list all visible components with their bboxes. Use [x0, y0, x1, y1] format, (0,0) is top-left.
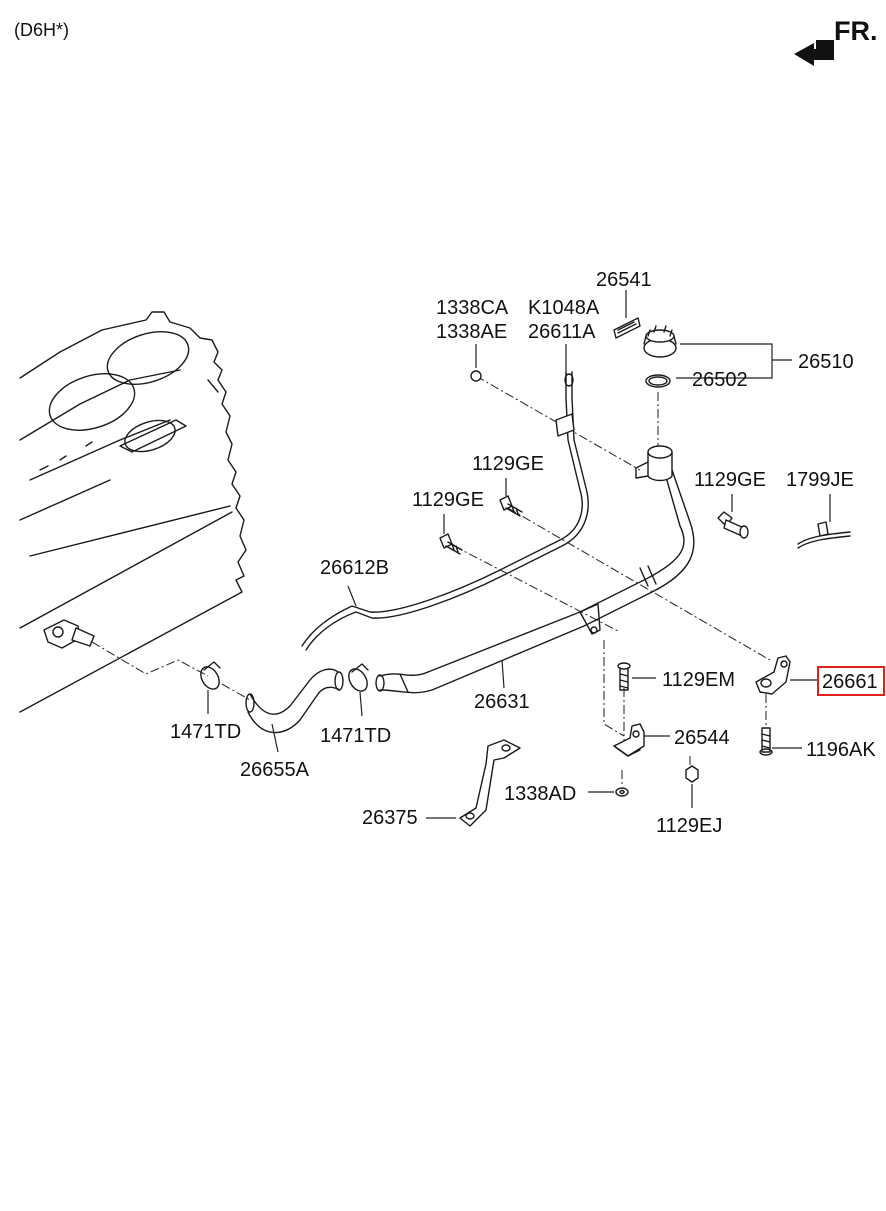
hose-26655A: [245, 668, 344, 734]
bolt-1129GE-lower: [439, 533, 463, 555]
label-1338AD[interactable]: 1338AD: [504, 783, 576, 805]
label-1471TD-left[interactable]: 1471TD: [170, 721, 241, 743]
cable-tie-1799JE: [797, 521, 851, 549]
label-1129EM[interactable]: 1129EM: [662, 669, 735, 691]
label-26661[interactable]: 26661: [822, 671, 878, 693]
highlight-box-26661: [817, 666, 885, 696]
label-26541[interactable]: 26541: [596, 269, 652, 291]
clamp-1471TD-right: [348, 663, 369, 692]
label-26544[interactable]: 26544: [674, 727, 730, 749]
label-26612B[interactable]: 26612B: [320, 557, 389, 579]
label-26510[interactable]: 26510: [798, 351, 854, 373]
label-1338AE[interactable]: 1338AE: [436, 321, 507, 343]
bolt-1129EM: [617, 662, 631, 691]
bolt-1129GE-upper: [499, 495, 523, 517]
engine-block: [19, 311, 247, 713]
label-1129GE-lower[interactable]: 1129GE: [412, 489, 484, 511]
label-plate-26541: [613, 317, 641, 339]
clamp-1471TD-left: [200, 661, 221, 690]
label-26502[interactable]: 26502: [692, 369, 748, 391]
label-26611A[interactable]: 26611A: [528, 321, 596, 343]
label-26375[interactable]: 26375: [362, 807, 418, 829]
label-26631[interactable]: 26631: [474, 691, 530, 713]
bracket-26661: [755, 655, 791, 695]
label-1196AK[interactable]: 1196AK: [806, 739, 876, 761]
centerlines: [91, 375, 771, 784]
washer-1338AD: [615, 787, 629, 797]
label-1129GE-right[interactable]: 1129GE: [694, 469, 766, 491]
bracket-26544: [613, 723, 645, 757]
label-1129EJ[interactable]: 1129EJ: [656, 815, 722, 837]
label-1471TD-right[interactable]: 1471TD: [320, 725, 391, 747]
label-1338CA[interactable]: 1338CA: [436, 297, 509, 319]
front-direction-arrow-icon: [794, 40, 834, 66]
label-K1048A[interactable]: K1048A: [528, 297, 600, 319]
filler-cap-26510: [643, 325, 677, 358]
label-26655A[interactable]: 26655A: [240, 759, 310, 781]
nut-1338CA: [470, 370, 482, 382]
label-1799JE[interactable]: 1799JE: [786, 469, 854, 491]
engine-variant-label: (D6H*): [14, 20, 69, 40]
bolt-1196AK: [759, 727, 773, 756]
leader-lines: [207, 290, 831, 819]
engine-outlet-fitting: [43, 619, 95, 649]
o-ring-26502: [645, 374, 671, 388]
bracket-26375: [459, 739, 521, 827]
pipe-26631: [375, 445, 695, 694]
hose-26612B: [301, 371, 589, 651]
nut-1129EJ: [685, 765, 699, 783]
front-direction-label: FR.: [834, 16, 878, 46]
label-1129GE-upper[interactable]: 1129GE: [472, 453, 544, 475]
bolt-1129GE-right: [717, 511, 749, 539]
